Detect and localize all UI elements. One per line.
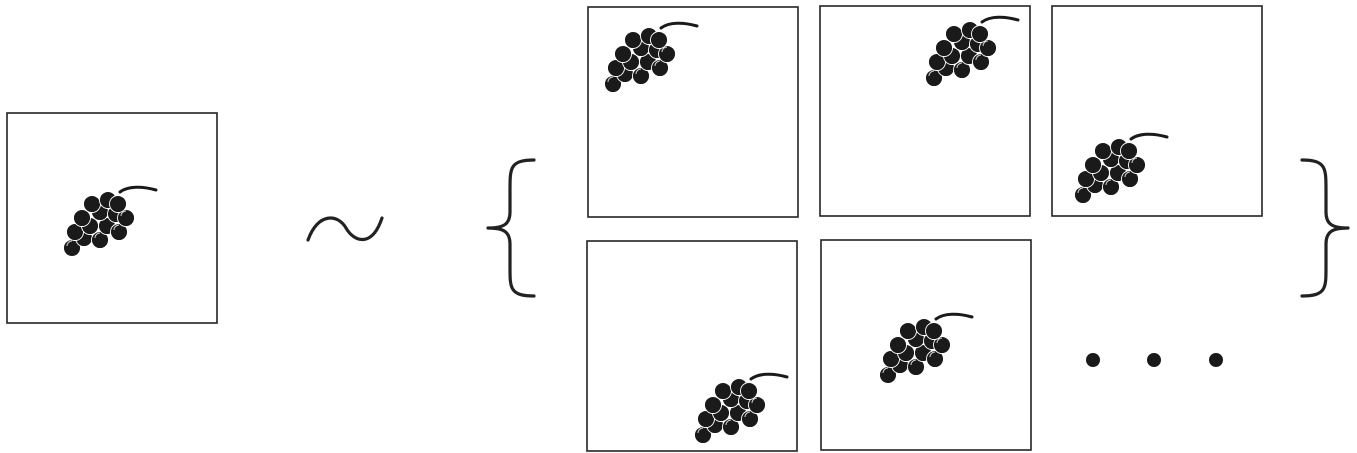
translated-image-3 — [1052, 6, 1262, 216]
translated-image-5 — [821, 240, 1031, 450]
right-brace — [1302, 160, 1348, 296]
tilde-symbol — [308, 218, 382, 240]
translated-image-4 — [587, 241, 797, 451]
left-brace — [488, 160, 534, 296]
ellipsis-continuation — [1086, 353, 1223, 367]
source-image-frame — [7, 113, 217, 323]
translated-image-2 — [820, 6, 1030, 216]
translated-image-1 — [588, 7, 798, 217]
